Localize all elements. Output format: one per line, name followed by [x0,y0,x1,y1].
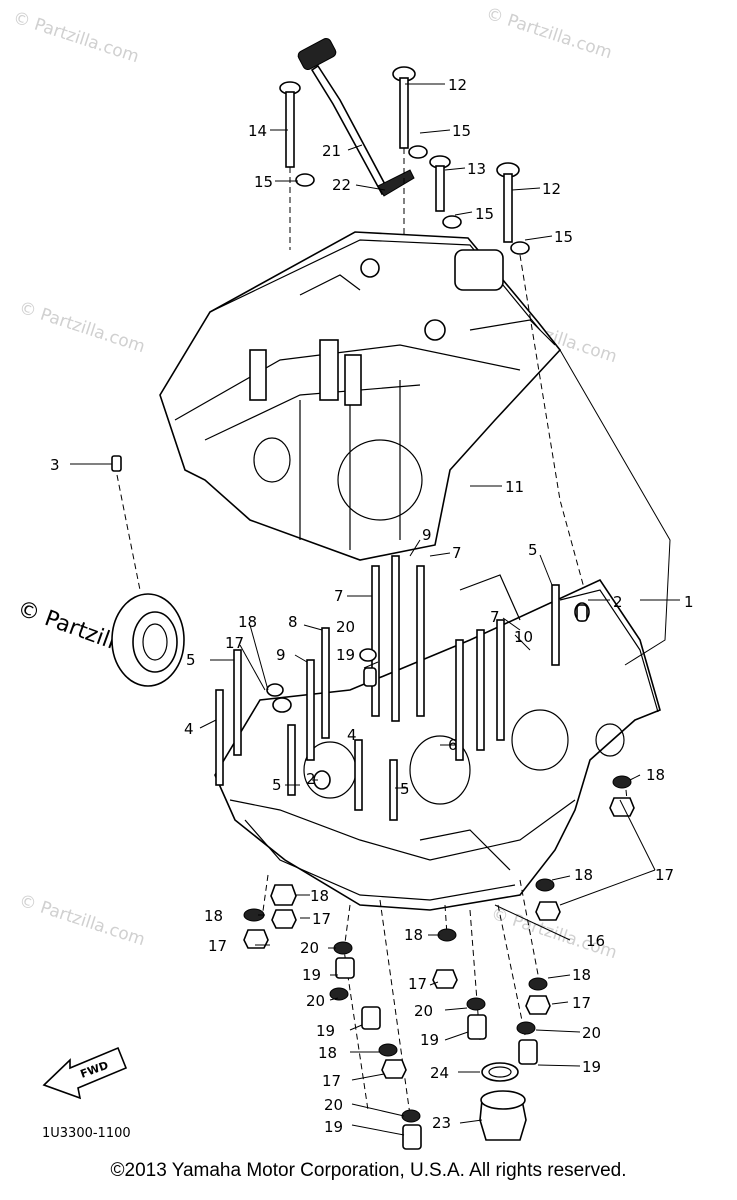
callout-20: 20 [414,1002,433,1020]
callout-19: 19 [582,1058,601,1076]
callout-20: 20 [582,1024,601,1042]
callout-21: 21 [322,142,341,160]
callout-19: 19 [420,1031,439,1049]
callout-7: 7 [490,608,500,626]
callout-17: 17 [312,910,331,928]
dowel-and-oil-seal [111,455,185,687]
callout-6: 6 [448,736,458,754]
watermark-text: © Partzilla.com [16,298,147,358]
callout-17: 17 [225,634,244,652]
callout-1: 1 [684,593,694,611]
callout-19: 19 [302,966,321,984]
fwd-arrow-icon: FWD [42,1046,128,1100]
callout-20: 20 [306,992,325,1010]
callout-18: 18 [404,926,423,944]
callout-18: 18 [574,866,593,884]
crankcase-studs [215,555,588,821]
lower-crankcase [214,574,661,911]
callout-5: 5 [528,541,538,559]
callout-5: 5 [186,651,196,669]
callout-3: 3 [50,456,60,474]
callout-9: 9 [276,646,286,664]
callout-10: 10 [514,628,533,646]
leader-lines [70,83,680,1136]
callout-17: 17 [208,937,227,955]
lower-fasteners [243,775,635,1150]
callout-20: 20 [336,618,355,636]
callout-23: 23 [432,1114,451,1132]
callout-11: 11 [505,478,524,496]
callout-15: 15 [554,228,573,246]
callout-18: 18 [646,766,665,784]
upper-crankcase [159,231,562,561]
callout-15: 15 [254,173,273,191]
upper-bolts [279,66,591,611]
callout-19: 19 [324,1118,343,1136]
callout-22: 22 [332,176,351,194]
callout-18: 18 [204,907,223,925]
diagram-code: 1U3300-1100 [42,1126,131,1141]
callout-18: 18 [572,966,591,984]
callout-7: 7 [452,544,462,562]
watermark-text: © Partzilla.com [10,8,141,68]
callout-17: 17 [322,1072,341,1090]
callout-7: 7 [334,587,344,605]
oil-level-gauge [297,37,415,197]
callout-4: 4 [184,720,194,738]
callout-2: 2 [613,593,623,611]
callout-14: 14 [248,122,267,140]
callout-12: 12 [542,180,561,198]
callout-15: 15 [475,205,494,223]
watermark-text: © Partzilla.com [483,4,614,64]
copyright-notice: ©2013 Yamaha Motor Corporation, U.S.A. A… [110,1160,627,1181]
callout-19: 19 [336,646,355,664]
callout-17: 17 [655,866,674,884]
callout-13: 13 [467,160,486,178]
callout-19: 19 [316,1022,335,1040]
callout-15: 15 [452,122,471,140]
callout-4: 4 [347,726,357,744]
callout-24: 24 [430,1064,449,1082]
callout-20: 20 [300,939,319,957]
callout-18: 18 [318,1044,337,1062]
callout-8: 8 [288,613,298,631]
callout-9: 9 [422,526,432,544]
callout-5: 5 [400,780,410,798]
callout-5: 5 [272,776,282,794]
callout-12: 12 [448,76,467,94]
callout-20: 20 [324,1096,343,1114]
callout-17: 17 [408,975,427,993]
callout-16: 16 [586,932,605,950]
callout-labels: 12 14 15 21 15 13 22 12 15 15 3 11 9 7 5… [50,76,694,1136]
callout-18: 18 [310,887,329,905]
callout-18: 18 [238,613,257,631]
watermark-text: © Partzilla.com [16,891,147,951]
callout-2: 2 [306,770,316,788]
callout-17: 17 [572,994,591,1012]
